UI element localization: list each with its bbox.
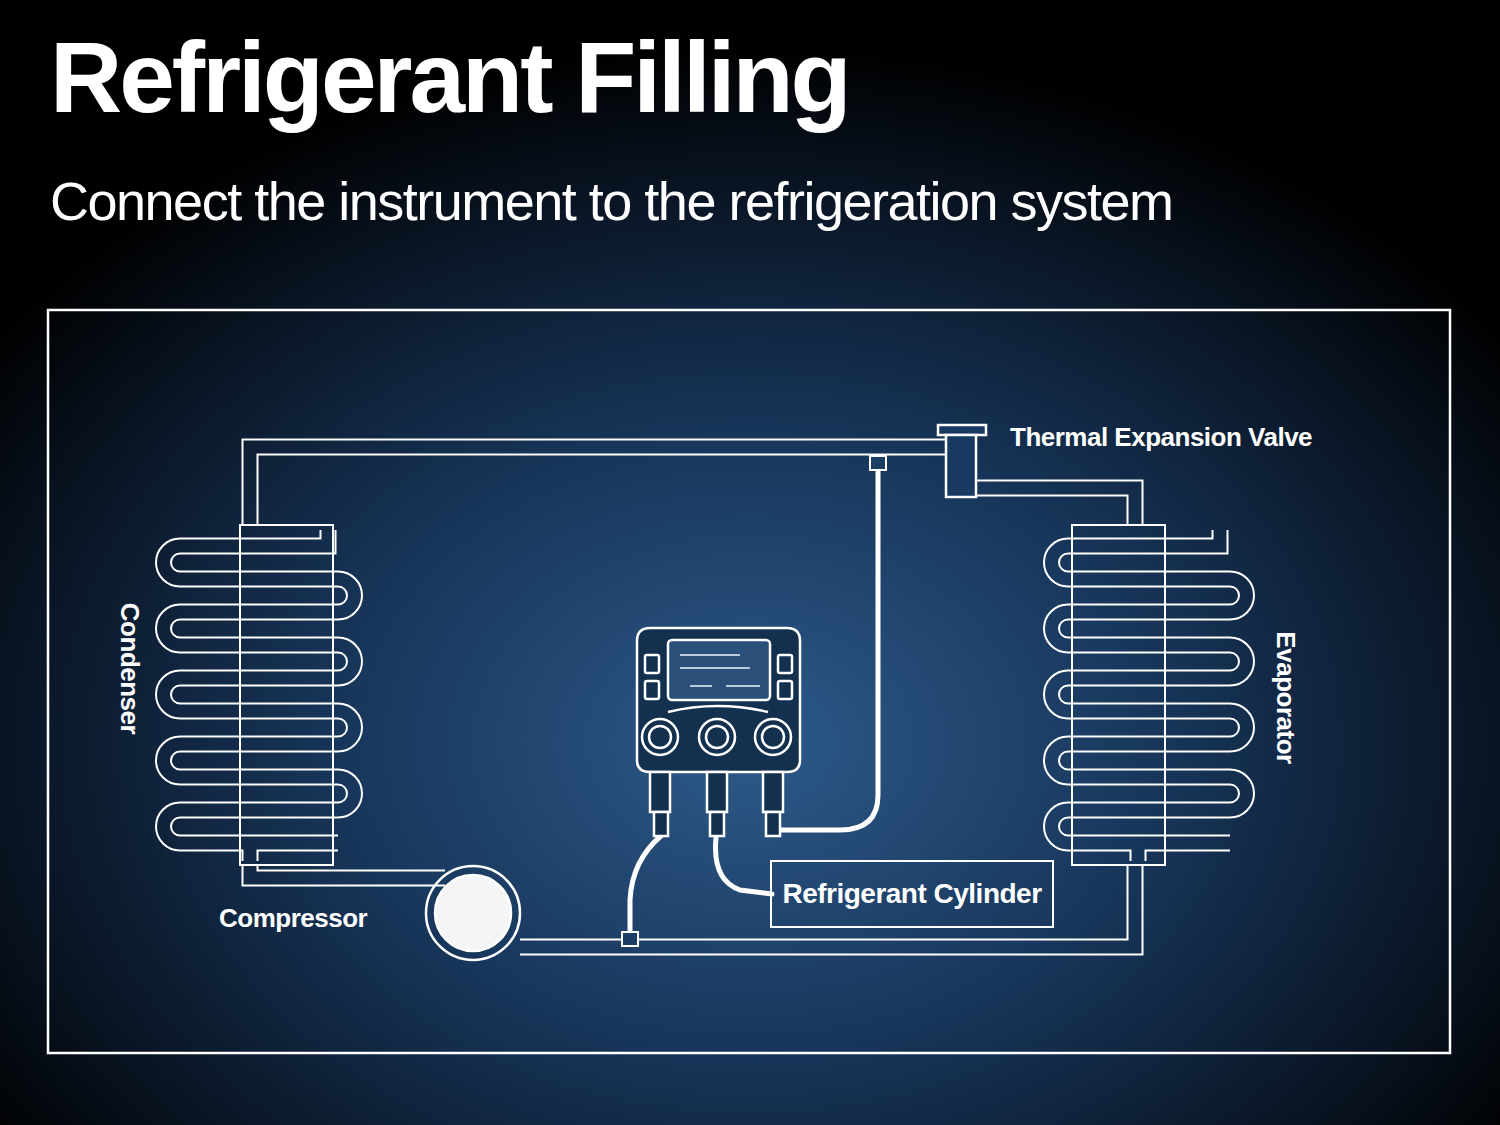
pipework (164, 432, 1247, 947)
cylinder-box: Refrigerant Cylinder (770, 860, 1054, 928)
pipe (976, 488, 1135, 525)
frame (48, 310, 1450, 1053)
box-label: Refrigerant Cylinder (782, 878, 1041, 910)
part-label: Condenser (115, 602, 146, 733)
valve-label: Thermal Expansion Valve (1010, 422, 1312, 453)
part-label: Compressor (219, 903, 367, 934)
compressor-symbol (426, 866, 520, 960)
pipe (1052, 530, 1247, 861)
pipe (520, 865, 1135, 947)
part-label: Evaporator (1269, 631, 1300, 763)
pipe (164, 530, 355, 861)
pipe (250, 432, 955, 525)
manifold-gauge (637, 628, 800, 836)
page-title: Refrigerant Filling (50, 22, 849, 132)
subtitle: Connect the instrument to the refrigerat… (50, 172, 1173, 231)
expansion-valve (938, 425, 986, 497)
service-port (622, 456, 886, 946)
pipe (250, 865, 445, 878)
lcd-segments (680, 655, 760, 686)
